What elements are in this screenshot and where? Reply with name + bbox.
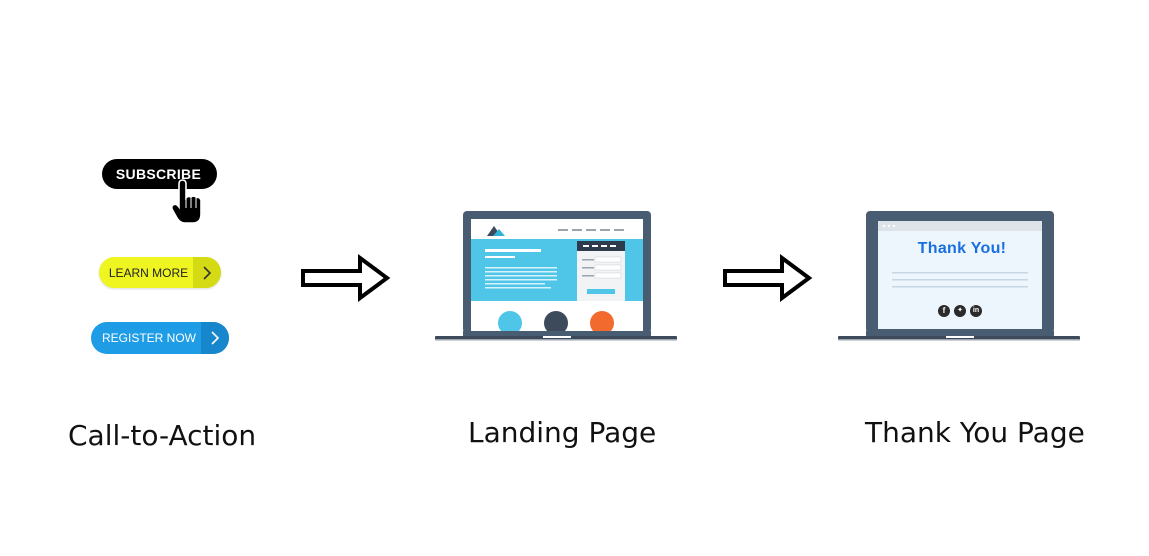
caption-landing-page: Landing Page — [468, 416, 657, 449]
twitter-icon: ✦ — [957, 307, 963, 314]
register-now-button[interactable]: REGISTER NOW — [91, 322, 229, 354]
chevron-right-icon — [201, 322, 229, 354]
pointing-hand-icon — [170, 179, 202, 224]
caption-call-to-action: Call-to-Action — [68, 419, 257, 452]
subscribe-button-label: SUBSCRIBE — [115, 166, 202, 182]
chevron-right-icon — [193, 257, 221, 288]
learn-more-button[interactable]: LEARN MORE — [99, 257, 221, 288]
register-now-label: REGISTER NOW — [101, 331, 196, 345]
learn-more-label: LEARN MORE — [108, 265, 189, 280]
thank-you-headline: Thank You! — [917, 240, 1007, 257]
caption-thank-you-page: Thank You Page — [865, 416, 1085, 449]
right-arrow-icon — [723, 254, 813, 302]
linkedin-icon: in — [972, 307, 980, 314]
facebook-icon: f — [942, 306, 946, 315]
thank-you-page-laptop — [838, 211, 1080, 341]
landing-page-laptop — [435, 211, 677, 341]
right-arrow-icon — [301, 254, 391, 302]
subscribe-button[interactable]: SUBSCRIBE — [102, 159, 217, 189]
